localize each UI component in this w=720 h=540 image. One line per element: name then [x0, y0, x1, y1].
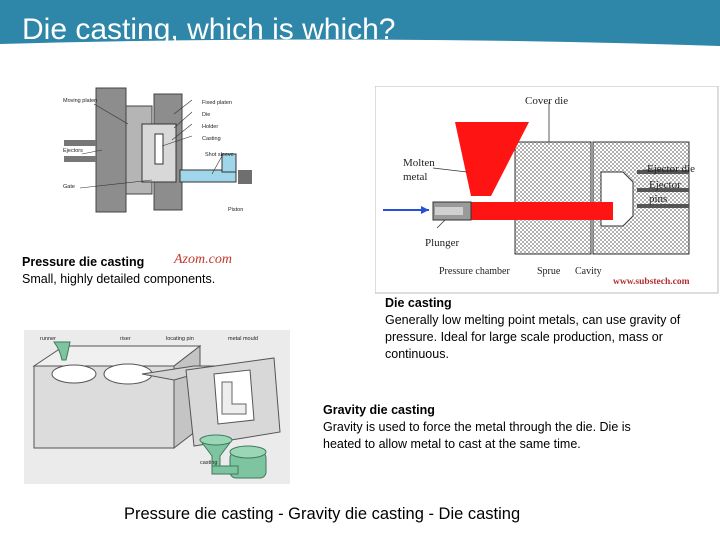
footer-summary: Pressure die casting - Gravity die casti… [124, 505, 520, 524]
azom-watermark: Azom.com [168, 246, 254, 270]
label-casting: Casting [202, 136, 221, 142]
label-molten: Molten [403, 157, 435, 169]
label-holder: Holder [202, 124, 218, 130]
die-casting-heading: Die casting [385, 295, 452, 312]
pressure-die-casting-figure: Fixed platen Die Holder Casting Moving p… [62, 84, 256, 216]
label-shot-sleeve: Shot sleeve [205, 152, 234, 158]
label-gate: Gate [63, 184, 75, 190]
label-runner: runner [40, 336, 56, 342]
label-moving-platen: Moving platen [63, 98, 97, 104]
label-locating-pin: locating pin [166, 336, 194, 342]
gravity-die-casting-description: Gravity is used to force the metal throu… [323, 419, 633, 453]
pressure-die-casting-heading: Pressure die casting [22, 254, 144, 271]
label-ejector-die: Ejector die [647, 163, 695, 175]
label-cavity: Cavity [575, 266, 602, 277]
label-plunger: Plunger [425, 237, 460, 249]
label-riser: riser [120, 336, 131, 342]
slide-title: Die casting, which is which? [22, 13, 396, 47]
pressure-die-casting-description: Small, highly detailed components. [22, 271, 215, 288]
label-casting: casting [200, 460, 217, 466]
label-die: Die [202, 112, 210, 118]
label-metal: metal [403, 171, 427, 183]
gravity-die-casting-figure: runner riser locating pin metal mould ca… [24, 330, 290, 484]
die-casting-description: Generally low melting point metals, can … [385, 312, 710, 363]
gravity-die-casting-heading: Gravity die casting [323, 402, 435, 419]
label-pins: pins [649, 193, 667, 205]
label-sprue: Sprue [537, 266, 561, 277]
label-piston: Piston [228, 207, 243, 213]
svg-text:Azom.com: Azom.com [173, 252, 232, 267]
label-cover-die: Cover die [525, 95, 568, 107]
die-casting-figure: Cover die Molten metal Ejector die Eject… [375, 86, 719, 294]
label-pressure-chamber: Pressure chamber [439, 266, 510, 277]
label-ejectors: Ejectors [63, 148, 83, 154]
label-fixed-platen: Fixed platen [202, 100, 232, 106]
label-ejector: Ejector [649, 179, 681, 191]
label-source: www.substech.com [613, 277, 690, 287]
label-metal-mould: metal mould [228, 336, 258, 342]
